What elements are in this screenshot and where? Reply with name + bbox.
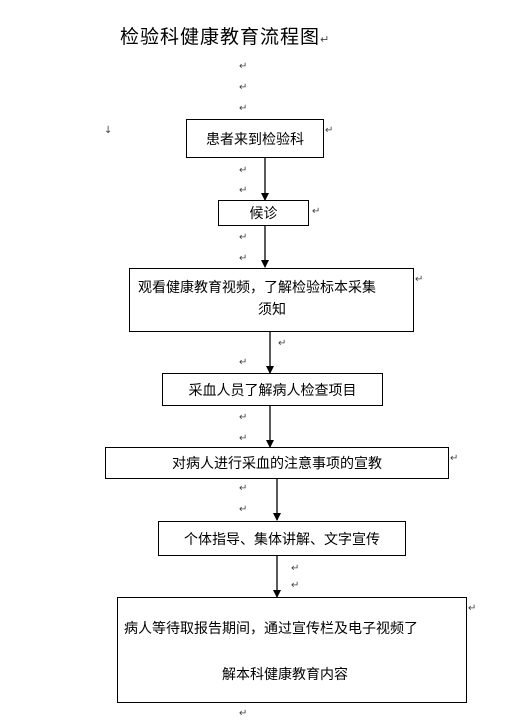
step-text: 患者来到检验科 [206,131,304,148]
page-title: 检验科健康教育流程图↵ [120,22,330,49]
step-box-education: 对病人进行采血的注意事项的宣教 [105,447,449,479]
step-box-guidance: 个体指导、集体讲解、文字宣传 [158,521,406,556]
paragraph-mark: ↵ [239,165,248,176]
paragraph-mark: ↵ [239,253,248,264]
paragraph-mark: ↵ [239,61,248,72]
step-box-video: 观看健康教育视频，了解检验标本采集 须知 [129,268,414,332]
paragraph-mark: ↵ [239,708,248,719]
step-box-arrive: 患者来到检验科 [186,119,324,158]
paragraph-mark: ↵ [239,232,248,243]
paragraph-mark: ↵ [239,357,248,368]
cursor-mark: ↓ [104,125,113,136]
step-text-line1: 病人等待取报告期间，通过宣传栏及电子视频了 [124,621,418,637]
paragraph-mark: ↵ [450,453,459,464]
paragraph-mark: ↵ [291,580,300,591]
paragraph-mark: ↵ [291,563,300,574]
step-box-check-items: 采血人员了解病人检查项目 [162,373,383,406]
paragraph-mark: ↵ [415,274,424,285]
step-text: 候诊 [249,206,278,222]
step-text-line2: 解本科健康教育内容 [222,667,348,683]
paragraph-mark: ↵ [239,433,248,444]
paragraph-mark: ↵ [239,103,248,114]
paragraph-mark: ↵ [239,483,248,494]
paragraph-mark: ↵ [239,82,248,93]
step-box-wait: 候诊 [218,200,309,226]
step-text: 个体指导、集体讲解、文字宣传 [184,531,380,548]
paragraph-mark: ↵ [239,412,248,423]
paragraph-mark: ↵ [239,185,248,196]
paragraph-mark: ↵ [312,206,321,217]
paragraph-mark: ↵ [239,504,248,515]
paragraph-mark: ↵ [468,603,477,614]
title-text: 检验科健康教育流程图 [120,26,321,48]
step-text: 采血人员了解病人检查项目 [188,382,357,399]
step-text-line2: 须知 [258,302,286,318]
paragraph-mark: ↵ [278,338,287,349]
step-box-waiting-report: 病人等待取报告期间，通过宣传栏及电子视频了 解本科健康教育内容 [117,597,467,703]
step-text-line1: 观看健康教育视频，了解检验标本采集 [138,280,376,296]
paragraph-mark: ↵ [325,125,334,136]
step-text: 对病人进行采血的注意事项的宣教 [172,456,382,472]
paragraph-mark: ↵ [320,33,331,46]
